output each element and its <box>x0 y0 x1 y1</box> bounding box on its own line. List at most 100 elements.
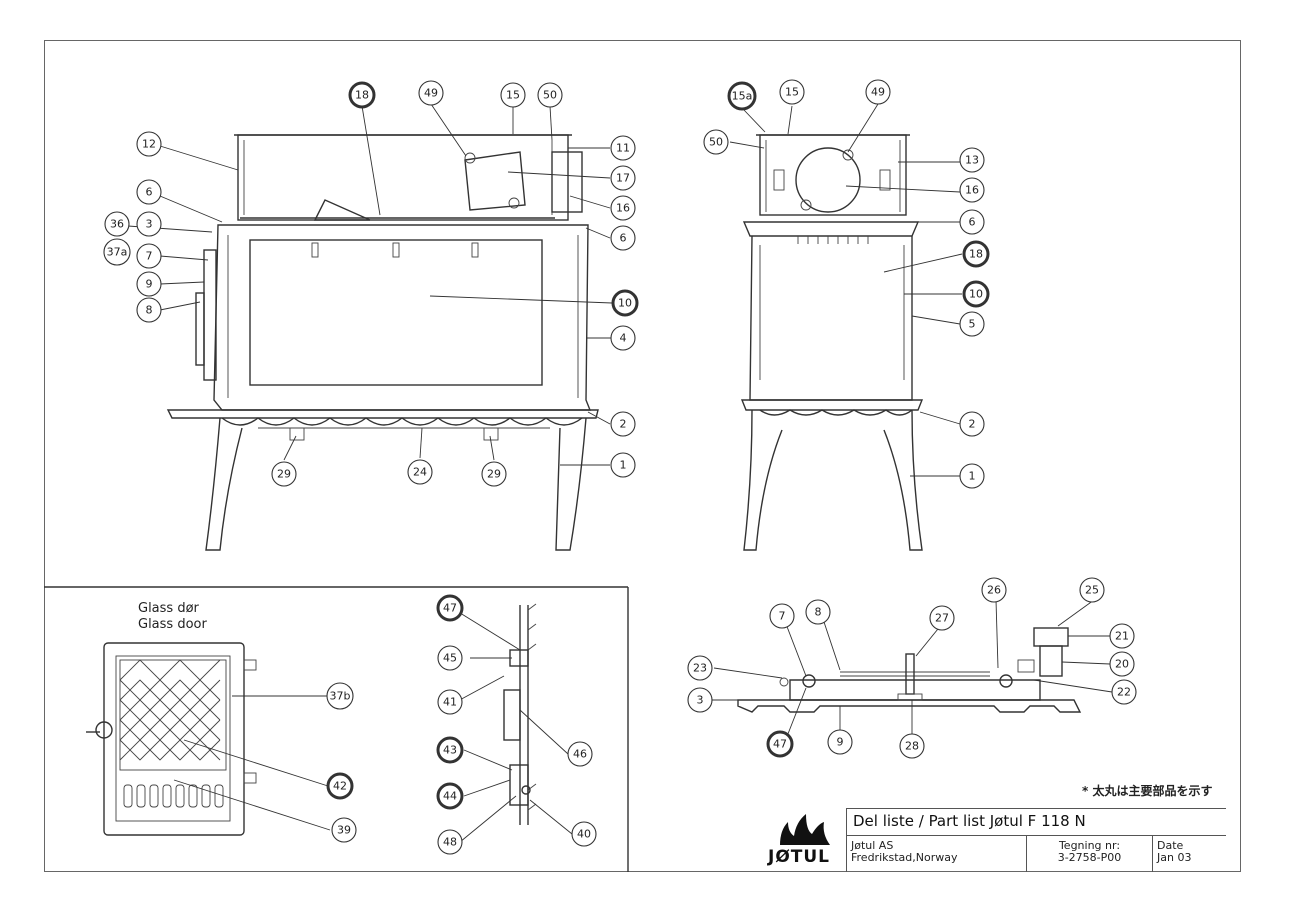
callout-circle <box>610 225 636 251</box>
callout-circle <box>567 741 593 767</box>
callout-circle <box>865 79 891 105</box>
callout-number: 40 <box>577 828 591 841</box>
callout-front-6: 6 <box>610 225 636 251</box>
callout-circle <box>418 80 444 106</box>
callout-plan-20: 20 <box>1109 651 1135 677</box>
callout-circle <box>571 821 597 847</box>
callout-circle <box>962 240 990 268</box>
callout-door-37b: 37b <box>326 682 354 710</box>
callout-number: 15 <box>785 86 799 99</box>
callout-number: 26 <box>987 584 1001 597</box>
title-block-row: Jøtul AS Fredrikstad,Norway Tegning nr: … <box>847 835 1226 872</box>
callout-number: 10 <box>618 297 632 310</box>
callout-plan-47: 47 <box>766 730 794 758</box>
callout-front-2: 2 <box>610 411 636 437</box>
callout-front-10: 10 <box>611 289 639 317</box>
callout-number: 12 <box>142 138 156 151</box>
callout-circle <box>610 325 636 351</box>
callout-side-13: 13 <box>959 147 985 173</box>
callout-door-42: 42 <box>326 772 354 800</box>
callout-side-1: 1 <box>959 463 985 489</box>
door-panel <box>44 586 629 872</box>
callout-circle <box>687 655 713 681</box>
callout-side-50: 50 <box>703 129 729 155</box>
plan-view <box>737 627 1082 713</box>
callout-number: 29 <box>277 468 291 481</box>
callout-section-45: 45 <box>437 645 463 671</box>
callout-circle <box>805 599 831 625</box>
callout-front-18: 18 <box>348 81 376 109</box>
drawing-number-label: Tegning nr: <box>1058 839 1121 852</box>
callout-plan-9: 9 <box>827 729 853 755</box>
callout-number: 36 <box>110 218 124 231</box>
callout-circle <box>827 729 853 755</box>
date-label: Date <box>1157 839 1184 852</box>
callout-circle <box>481 461 507 487</box>
company-name: Jøtul AS <box>851 839 894 852</box>
callout-side-6: 6 <box>959 209 985 235</box>
callout-number: 15 <box>506 89 520 102</box>
callout-circle <box>962 280 990 308</box>
callout-number: 16 <box>965 184 979 197</box>
callout-circle <box>899 733 925 759</box>
callout-number: 24 <box>413 466 427 479</box>
drawing-number: 3-2758-P00 <box>1057 851 1122 864</box>
callout-number: 9 <box>146 278 153 291</box>
company-location: Fredrikstad,Norway <box>851 851 958 864</box>
callout-number: 39 <box>337 824 351 837</box>
callout-circle <box>437 829 463 855</box>
callout-circle <box>136 243 162 269</box>
callout-circle <box>437 689 463 715</box>
callout-number: 48 <box>443 836 457 849</box>
callout-circle <box>436 594 464 622</box>
date-cell: Date Jan 03 <box>1153 836 1227 872</box>
callout-circle <box>136 211 162 237</box>
callout-circle <box>610 195 636 221</box>
side-view <box>740 134 924 551</box>
callout-number: 45 <box>443 652 457 665</box>
callout-plan-22: 22 <box>1111 679 1137 705</box>
company-cell: Jøtul AS Fredrikstad,Norway <box>847 836 1027 872</box>
callout-door-39: 39 <box>331 817 357 843</box>
callout-circle <box>766 730 794 758</box>
callout-circle <box>981 577 1007 603</box>
callout-front-17: 17 <box>610 165 636 191</box>
callout-side-10: 10 <box>962 280 990 308</box>
callout-front-12: 12 <box>136 131 162 157</box>
callout-number: 27 <box>935 612 949 625</box>
callout-circle <box>537 82 563 108</box>
door-caption-line1: Glass dør <box>138 601 199 616</box>
callout-plan-28: 28 <box>899 733 925 759</box>
door-caption: Glass dør Glass door <box>138 601 207 633</box>
callout-side-16: 16 <box>959 177 985 203</box>
callout-number: 47 <box>773 738 787 751</box>
callout-section-46: 46 <box>567 741 593 767</box>
callout-number: 41 <box>443 696 457 709</box>
callout-circle <box>687 687 713 713</box>
callout-number: 37b <box>330 690 351 703</box>
callout-number: 7 <box>146 250 153 263</box>
callout-circle <box>500 82 526 108</box>
callout-number: 49 <box>871 86 885 99</box>
front-view <box>166 134 599 551</box>
callout-front-4: 4 <box>610 325 636 351</box>
callout-number: 44 <box>443 790 457 803</box>
callout-circle <box>348 81 376 109</box>
callout-section-41: 41 <box>437 689 463 715</box>
callout-circle <box>610 135 636 161</box>
callout-number: 1 <box>620 459 627 472</box>
callout-number: 2 <box>969 418 976 431</box>
callout-circle <box>959 311 985 337</box>
callout-circle <box>959 209 985 235</box>
callout-number: 17 <box>616 172 630 185</box>
callout-front-16: 16 <box>610 195 636 221</box>
callout-number: 23 <box>693 662 707 675</box>
callout-number: 7 <box>779 610 786 623</box>
leader-lines <box>127 103 1113 843</box>
callout-front-6: 6 <box>136 179 162 205</box>
callout-circle <box>1111 679 1137 705</box>
callout-side-2: 2 <box>959 411 985 437</box>
callout-number: 1 <box>969 470 976 483</box>
callout-number: 3 <box>697 694 704 707</box>
callout-plan-21: 21 <box>1109 623 1135 649</box>
